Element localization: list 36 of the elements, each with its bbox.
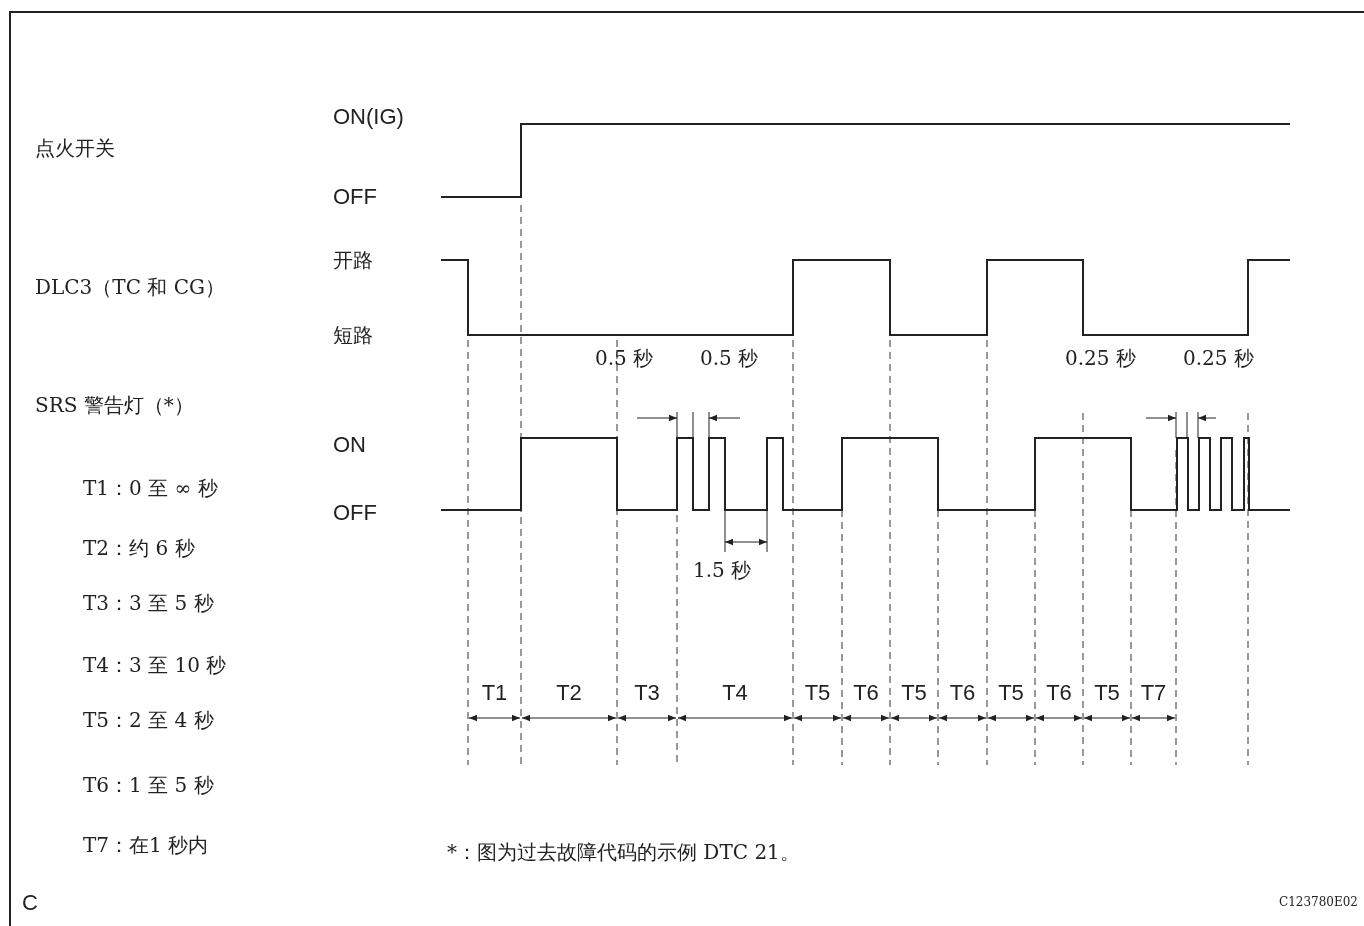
state-label: 开路 [333,249,373,271]
segment-label: T7 [1140,680,1167,706]
time-label: 0.25 秒 [1065,347,1136,369]
time-label: 0.5 秒 [700,347,759,369]
segment-label: T6 [1046,680,1072,706]
footnote: *：图为过去故障代码的示例 DTC 21。 [447,841,800,863]
segment-label: T5 [1094,680,1120,706]
state-label: OFF [333,184,377,210]
duration-legend: T2：约 6 秒 [83,537,195,559]
signal-name: SRS 警告灯（*） [35,394,194,416]
segment-label: T1 [481,680,508,706]
duration-legend: T1：0 至 ∞ 秒 [83,477,218,499]
duration-legend: T6：1 至 5 秒 [83,774,214,796]
segment-label: T2 [556,680,582,706]
duration-legend: T4：3 至 10 秒 [83,654,227,676]
signal-name: DLC3（TC 和 CG） [35,276,225,298]
segment-label: T6 [949,680,976,706]
segment-label: T5 [901,680,927,706]
segment-label: T3 [634,680,660,706]
state-label: ON [333,432,366,458]
duration-legend: T7：在1 秒内 [83,834,209,856]
duration-legend: T5：2 至 4 秒 [83,709,214,731]
segment-label: T4 [722,680,748,706]
segment-label: T5 [998,680,1024,706]
time-label: 0.5 秒 [595,347,654,369]
segment-label: T5 [804,680,831,706]
duration-legend: T3：3 至 5 秒 [83,592,214,614]
section-letter: C [22,890,38,916]
state-label: 短路 [333,324,373,346]
time-label: 1.5 秒 [693,559,752,581]
segment-label: T6 [853,680,879,706]
state-label: OFF [333,500,377,526]
figure-code: C123780E02 [1278,896,1358,910]
signal-name: 点火开关 [35,137,115,159]
state-label: ON(IG) [333,104,404,130]
time-label: 0.25 秒 [1183,347,1254,369]
